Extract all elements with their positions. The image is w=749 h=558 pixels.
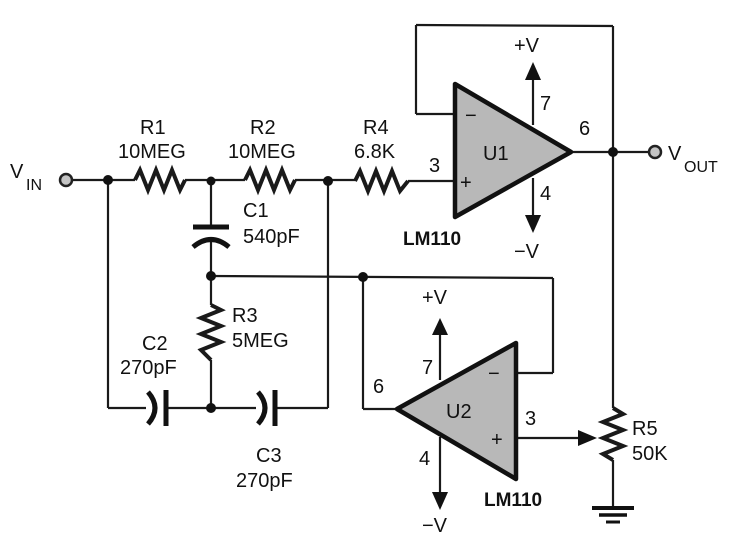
u2-inv-sign: − <box>488 363 500 385</box>
vin-subscript: IN <box>26 177 42 194</box>
capacitor-c1-curve <box>191 237 231 249</box>
u2-pos-supply-arrow-icon <box>432 318 448 335</box>
u1-noninv-sign: + <box>460 172 472 194</box>
u2-neg-supply-label: −V <box>422 515 448 537</box>
junction-node-c <box>206 271 216 281</box>
junction-node-a <box>206 176 216 186</box>
u2-ref: U2 <box>446 401 472 423</box>
r1-value: 10MEG <box>118 141 186 163</box>
u1-part-label: LM110 <box>403 229 461 250</box>
junction-bottom <box>206 403 216 413</box>
u1-pin-3: 3 <box>429 155 440 177</box>
u2-pin-6: 6 <box>373 376 384 398</box>
opamp-u2 <box>394 340 519 482</box>
c2-ref: C2 <box>142 333 168 355</box>
resistor-r4 <box>353 165 410 197</box>
u1-pos-supply-label: +V <box>514 35 540 57</box>
u2-neg-supply-arrow-icon <box>432 492 448 510</box>
u1-pin-7: 7 <box>540 93 551 115</box>
u2-pin-4: 4 <box>419 448 430 470</box>
r4-value: 6.8K <box>354 141 396 163</box>
c1-ref: C1 <box>243 200 269 222</box>
vout-subscript: OUT <box>684 159 718 176</box>
u1-pos-supply-arrow-icon <box>525 62 541 80</box>
u1-pin-6: 6 <box>579 118 590 140</box>
junction-input <box>103 175 113 185</box>
r5-ref: R5 <box>632 418 658 440</box>
u1-pin-4: 4 <box>540 183 551 205</box>
wire-u1-fb-3 <box>415 23 614 28</box>
vout-label: V <box>668 143 682 165</box>
u1-neg-supply-label: −V <box>514 241 540 263</box>
resistor-r2 <box>243 164 297 196</box>
resistor-r1 <box>133 164 187 196</box>
u2-pos-supply-label: +V <box>422 287 448 309</box>
c3-ref: C3 <box>256 445 282 467</box>
wire-nodec-u2 <box>210 274 554 280</box>
r4-ref: R4 <box>363 117 389 139</box>
potentiometer-r5 <box>597 406 629 462</box>
junction-node-b <box>323 176 333 186</box>
c1-value: 540pF <box>243 226 300 248</box>
u2-part-label: LM110 <box>484 490 542 511</box>
u1-ref: U1 <box>483 143 509 165</box>
c3-value: 270pF <box>236 470 293 492</box>
junction-u2-out <box>358 272 368 282</box>
capacitor-c3-curve <box>256 390 268 426</box>
wiper-arrow-icon <box>578 430 597 446</box>
u1-neg-supply-arrow-icon <box>525 215 541 233</box>
r2-value: 10MEG <box>228 141 296 163</box>
junction-output <box>608 147 618 157</box>
c2-value: 270pF <box>120 357 177 379</box>
input-terminal <box>58 172 74 188</box>
u2-pin-7: 7 <box>422 357 433 379</box>
u2-pin-3: 3 <box>525 408 536 430</box>
opamp-u1 <box>452 81 574 220</box>
r5-value: 50K <box>632 443 668 465</box>
r3-ref: R3 <box>232 305 258 327</box>
vin-label: V <box>10 161 24 183</box>
r3-value: 5MEG <box>232 330 289 352</box>
r2-ref: R2 <box>250 117 276 139</box>
resistor-r3 <box>195 303 227 362</box>
u2-noninv-sign: + <box>491 429 503 451</box>
r1-ref: R1 <box>140 117 166 139</box>
capacitor-c2-curve <box>146 390 158 426</box>
output-terminal <box>647 144 663 160</box>
u1-inv-sign: − <box>465 105 477 127</box>
